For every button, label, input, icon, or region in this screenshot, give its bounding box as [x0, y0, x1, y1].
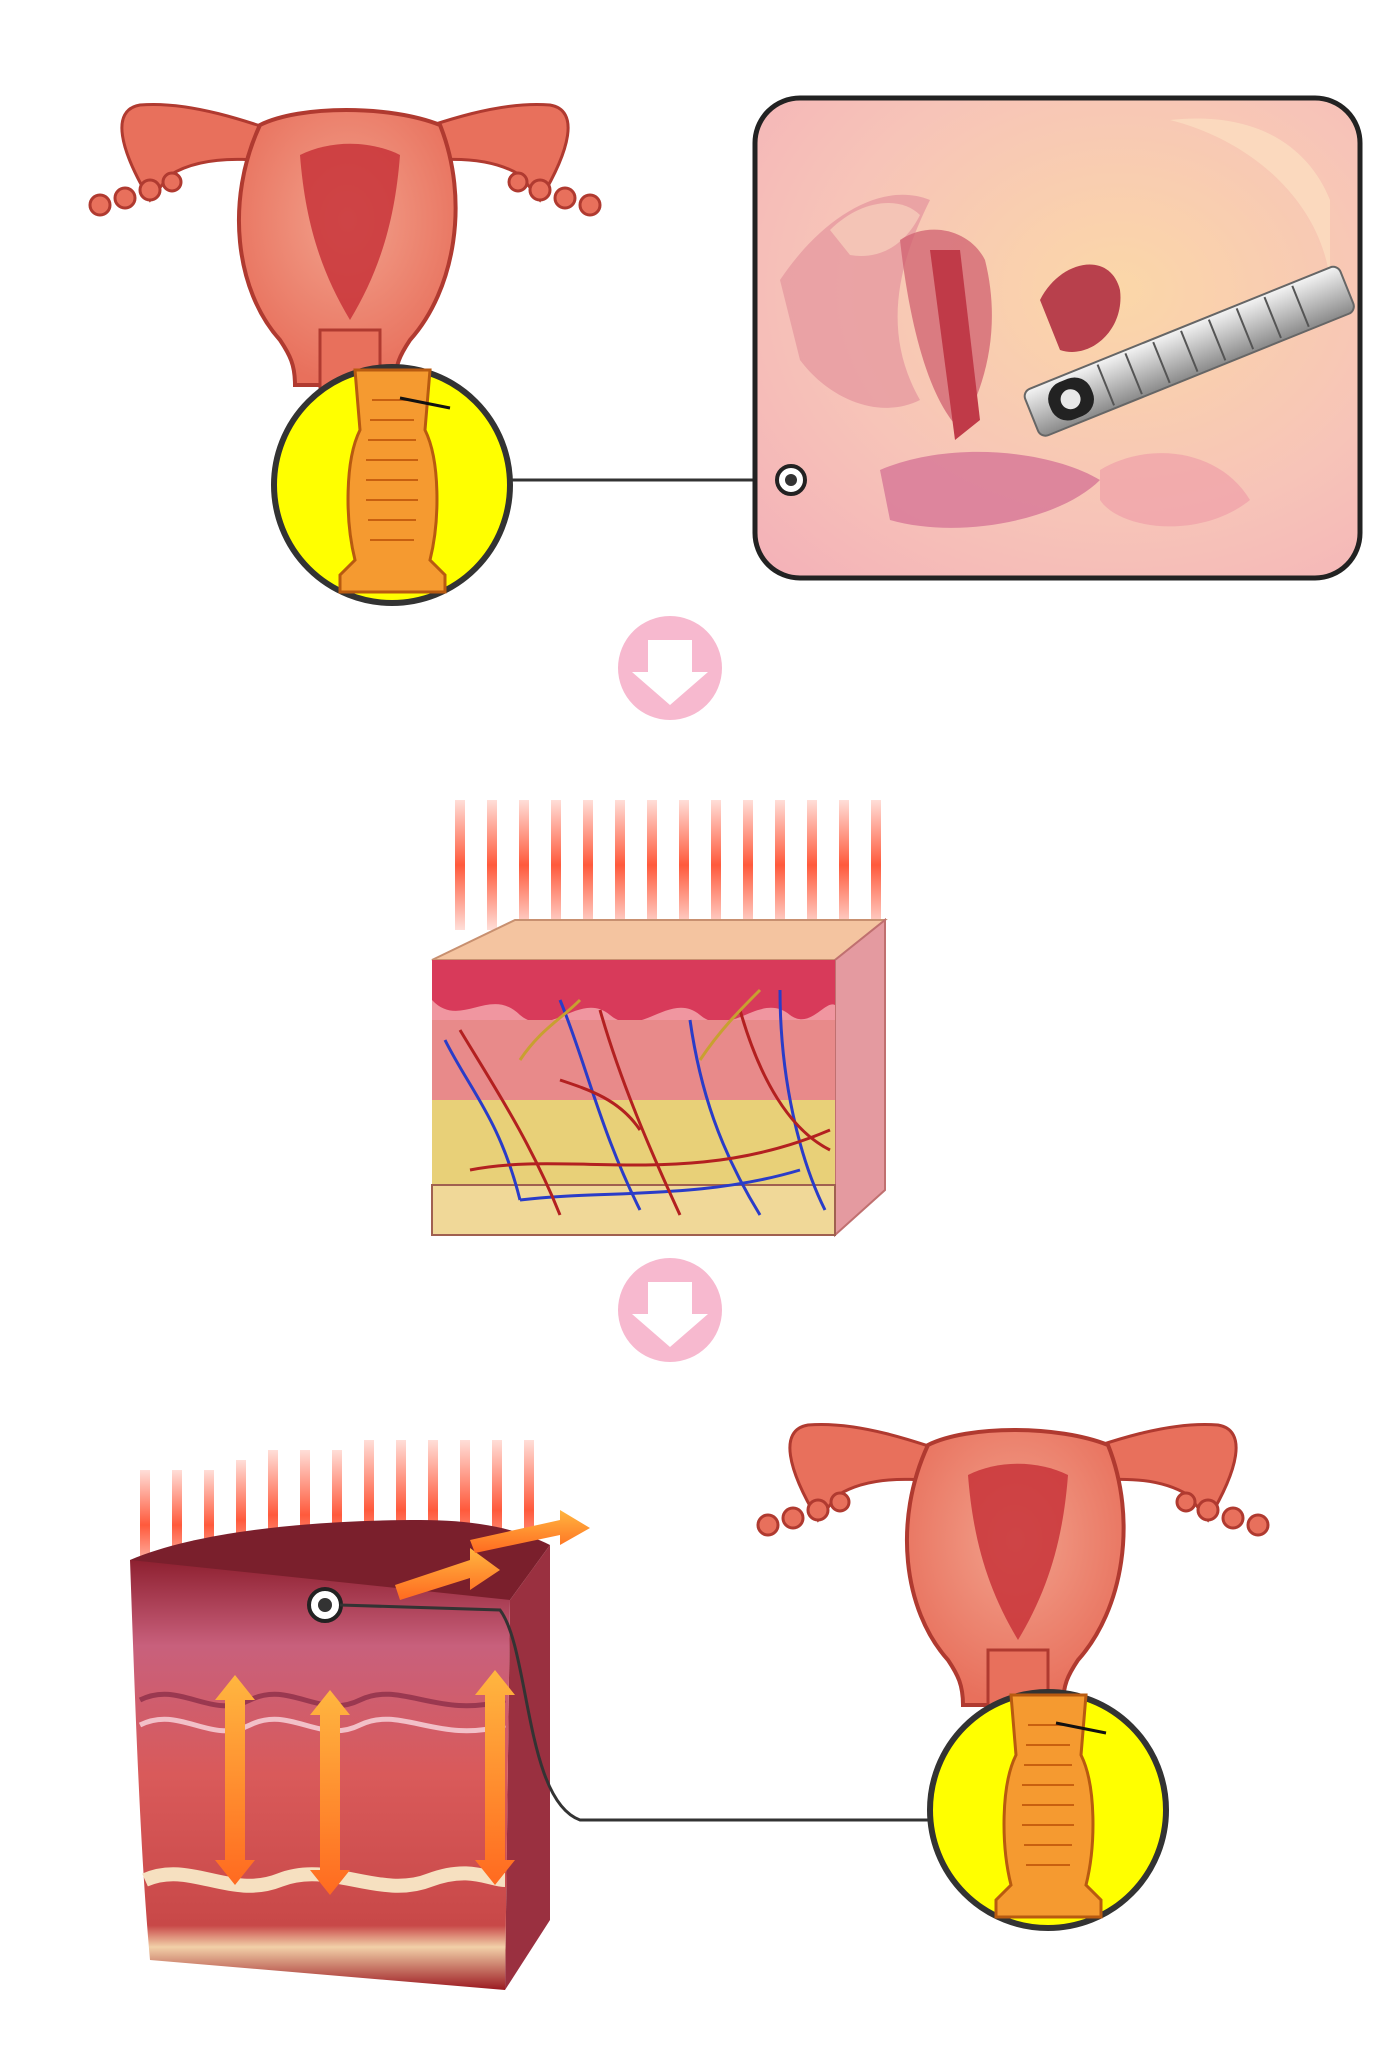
heated-tissue-block: [130, 1440, 590, 1990]
cervix-magnifier-bottom: [927, 1689, 1169, 1931]
heat-rays-top: [455, 800, 881, 930]
cervix-magnifier-top: [271, 364, 513, 606]
probe-inset-panel: [752, 95, 1363, 581]
tissue-block-with-vessels: [431, 800, 888, 1238]
down-arrow-icon: [618, 1258, 722, 1362]
probe-instrument: [1023, 265, 1355, 437]
heat-rays-bottom: [140, 1440, 534, 1580]
uterus-diagram-top: [88, 102, 602, 412]
down-arrow-icon: [618, 616, 722, 720]
uterus-diagram-bottom: [756, 1422, 1270, 1732]
heat-arrow-icon: [215, 1510, 590, 1895]
connector-line-bottom: [339, 1603, 935, 1822]
